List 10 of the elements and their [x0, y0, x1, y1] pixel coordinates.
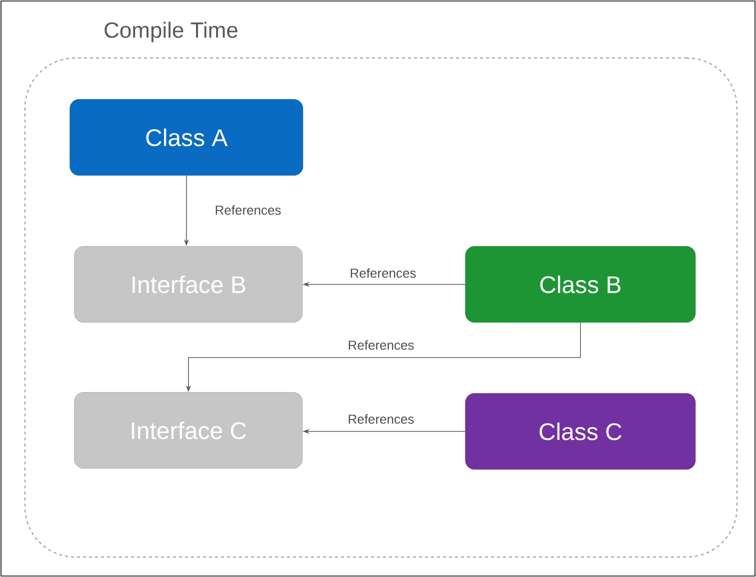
class-box: Interface B: [74, 246, 303, 323]
class-box: Class C: [465, 393, 696, 470]
edge-label: References: [346, 339, 416, 351]
edge-label: References: [348, 267, 418, 279]
class-box: Class B: [465, 246, 696, 323]
edge-label: References: [346, 413, 416, 425]
class-box: Class A: [70, 99, 304, 176]
node-label: Compile Time: [104, 22, 238, 42]
edge-label: References: [214, 204, 282, 216]
class-box: Interface C: [74, 392, 303, 469]
